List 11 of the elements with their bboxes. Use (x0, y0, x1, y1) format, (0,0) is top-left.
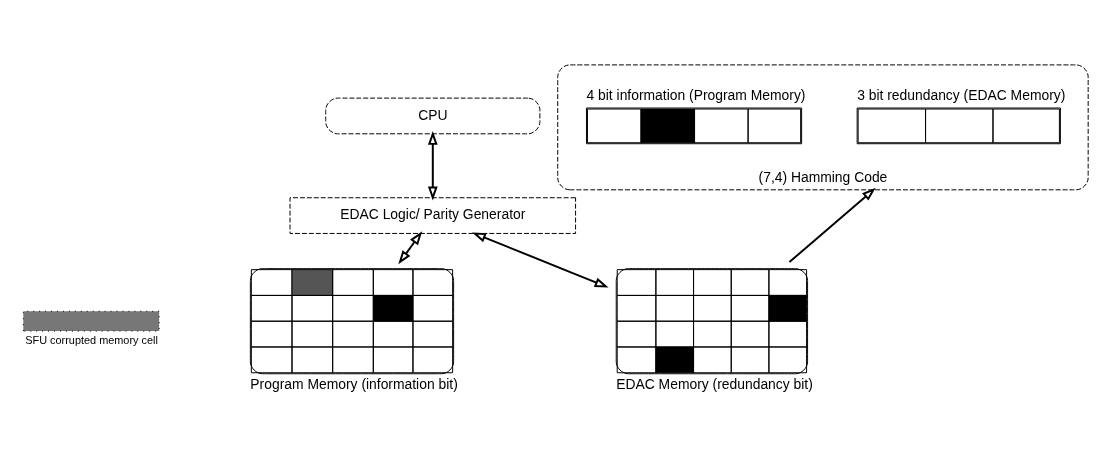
node-label: 4 bit information (Program Memory) (586, 87, 806, 104)
node-label: EDAC Memory (redundancy bit) (616, 375, 813, 392)
node-label: 3 bit redundancy (EDAC Memory) (857, 87, 1066, 104)
arrow (788, 187, 876, 264)
arrow (472, 232, 609, 288)
arrow (427, 130, 438, 201)
node-box: CPU (325, 97, 541, 135)
node-box: EDAC Logic/ Parity Generator (289, 197, 577, 234)
legend-label: SFU corrupted memory cell (25, 333, 158, 346)
node-label: Program Memory (information bit) (250, 375, 458, 392)
arrow (398, 231, 423, 265)
